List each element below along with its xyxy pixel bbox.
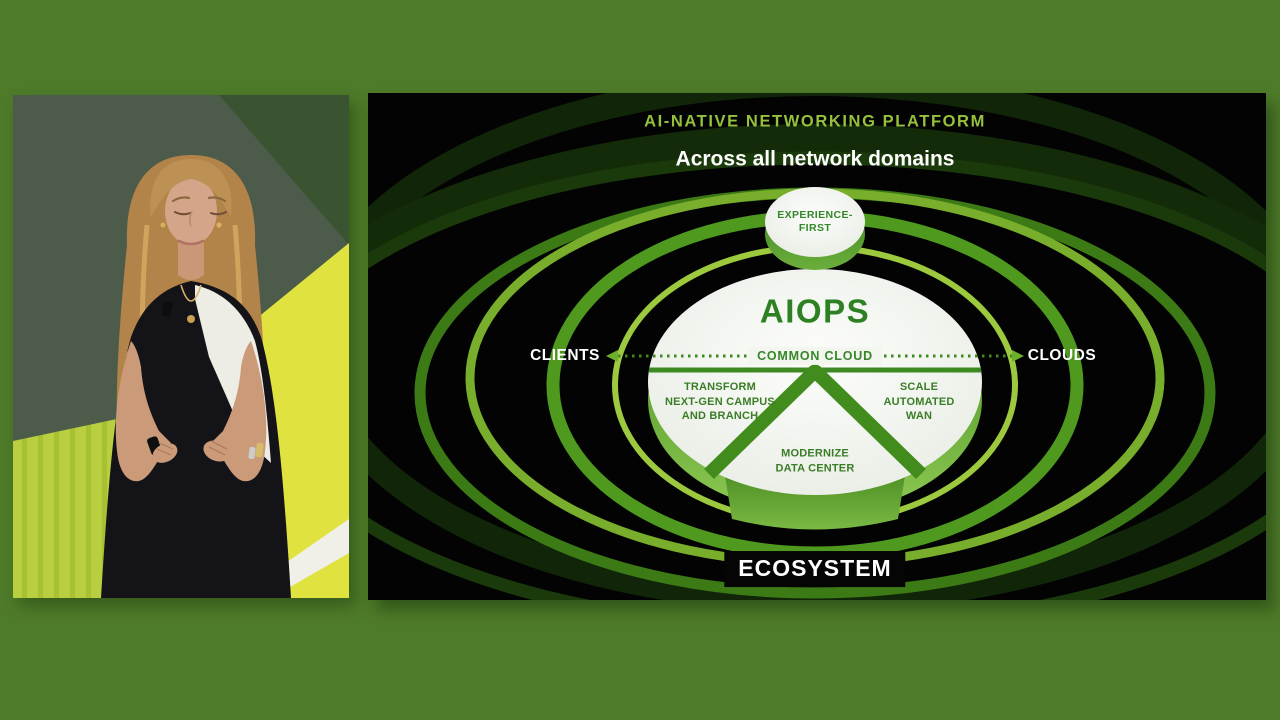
- backdrop-dark-corner: [219, 95, 349, 245]
- slide-eyebrow: AI-NATIVE NETWORKING PLATFORM: [644, 112, 986, 131]
- finger-lines-right: [208, 440, 228, 456]
- diagram-art: [368, 93, 1266, 600]
- eye-left-closed: [174, 211, 191, 216]
- pie-top-face: [648, 269, 982, 495]
- presenter-neck: [178, 239, 204, 280]
- watch: [255, 442, 264, 458]
- pie-divider-left: [704, 365, 820, 480]
- badge-label: EXPERIENCE- FIRST: [777, 208, 853, 234]
- clouds-label: CLOUDS: [1027, 346, 1097, 364]
- slide-panel: AI-NATIVE NETWORKING PLATFORM Across all…: [368, 93, 1266, 600]
- axis-arrow-right-icon: [1012, 350, 1024, 362]
- presenter-figure: [13, 95, 349, 598]
- necklace: [180, 284, 202, 302]
- ring-dark-outer-3: [368, 151, 1266, 600]
- pie-divider-right: [810, 365, 926, 480]
- finger-lines-left: [156, 442, 174, 456]
- segment-wan-label: SCALE AUTOMATED WAN: [883, 381, 955, 423]
- badge-top-face: [765, 187, 865, 257]
- necklace-pendant: [187, 315, 195, 323]
- eyebrow-left: [171, 196, 191, 203]
- presenter-face: [165, 177, 217, 245]
- lavalier-mic: [161, 300, 173, 317]
- segment-campus-label: TRANSFORM NEXT-GEN CAMPUS AND BRANCH: [665, 381, 775, 423]
- ring-dark-outer-1: [368, 93, 1266, 600]
- axis-arrow-left-icon: [606, 350, 618, 362]
- ecosystem-label: ECOSYSTEM: [724, 551, 906, 587]
- slide-title: Across all network domains: [675, 147, 955, 171]
- clients-label: CLIENTS: [530, 346, 600, 364]
- common-cloud-label: COMMON CLOUD: [748, 346, 882, 366]
- ring-dark-outer-2: [368, 124, 1266, 262]
- nose: [188, 210, 193, 227]
- mouth: [177, 239, 205, 246]
- earring-left: [160, 222, 166, 228]
- bracelet: [248, 446, 256, 460]
- segment-datacenter-label: MODERNIZE DATA CENTER: [775, 447, 855, 474]
- hub-label: AIOPS: [759, 292, 871, 330]
- presenter-video-panel: [13, 95, 349, 598]
- presenter-hair-front: [150, 159, 232, 217]
- earring-right: [216, 222, 222, 228]
- pie-divider-apex: [807, 364, 823, 380]
- eyebrow-right: [207, 196, 227, 203]
- eye-right-closed: [210, 211, 227, 216]
